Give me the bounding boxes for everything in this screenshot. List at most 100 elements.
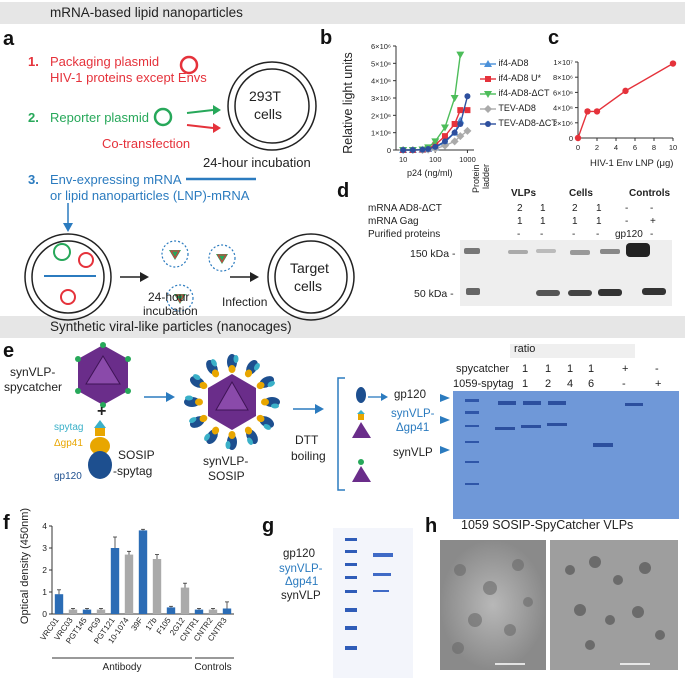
band-synvlp: synVLP <box>393 447 433 459</box>
spike-tag <box>254 363 260 371</box>
x-tick-label: 8 <box>652 143 656 152</box>
panel-h-title: 1059 SOSIP-SpyCatcher VLPs <box>461 518 634 532</box>
gp120-label: gp120 <box>54 471 82 482</box>
sosip-spike <box>204 426 220 445</box>
table-cell: 2 <box>572 203 578 214</box>
panel-label-e: e <box>3 340 15 362</box>
target-cell-icon <box>267 233 355 321</box>
chart-f-plot: 01234VRC01VRC03PGT145PG9PGT12110-107439F… <box>38 521 234 673</box>
legend-entry: if4-AD8-ΔCT <box>480 88 550 99</box>
legend-entry: if4-AD8 U* <box>480 73 541 84</box>
spike-tag <box>225 441 231 449</box>
spike-tag <box>233 355 239 363</box>
ratio-value: 1 <box>567 363 574 375</box>
data-point <box>440 141 449 150</box>
data-point <box>419 146 426 153</box>
data-point <box>425 145 432 152</box>
banner-title: mRNA-based lipid nanoparticles <box>50 5 243 20</box>
sosip-spike <box>256 376 275 390</box>
mrna-strand-icon <box>186 177 256 181</box>
sds-page-gel-image <box>453 391 679 519</box>
series-line <box>577 62 674 139</box>
cotransfection-arrows-icon <box>186 105 221 133</box>
ratio-value: - <box>655 363 659 375</box>
y-tick-label: 3 <box>42 543 47 553</box>
ratio-value: 1 <box>588 363 595 375</box>
sosip-spike <box>189 414 208 428</box>
g-gel-image <box>333 528 413 678</box>
y-tick-label: 0 <box>42 609 47 619</box>
synvlp-sosip-l2: SOSIP <box>208 469 245 483</box>
band-synvlp-dgp41-l1: synVLP- <box>391 408 435 420</box>
x-tick-label: 10 <box>669 143 677 152</box>
synvlp-product-icon <box>352 459 371 482</box>
spike-gp41 <box>228 365 236 373</box>
step3-line2: or lipid nanoparticles (LNP)-mRNA <box>50 188 250 203</box>
bar <box>96 609 106 614</box>
g-band-gp120: gp120 <box>283 548 315 560</box>
cotransfection-label: Co-transfection <box>102 136 191 151</box>
table-cell: - <box>625 216 629 227</box>
x-tick-label: 100 <box>429 155 442 164</box>
x-tick-label: 2 <box>595 143 599 152</box>
spike-tag <box>204 433 210 441</box>
data-point <box>584 108 591 115</box>
band-synvlp-dgp41-l2: Δgp41 <box>396 422 430 434</box>
spike-gp41 <box>211 369 220 378</box>
chart-b-xlabel: p24 (ng/ml) <box>407 168 453 178</box>
y-tick-label: 2×10⁶ <box>553 119 573 128</box>
spike-tag <box>193 374 201 380</box>
legend-marker-icon <box>480 104 496 113</box>
table-cell: 1 <box>540 216 546 227</box>
bar <box>68 609 78 614</box>
chart-c-xlabel: HIV-1 Env LNP (μg) <box>590 158 674 169</box>
legend-label: TEV-AD8-ΔCT <box>496 118 557 128</box>
table-cell: gp120 <box>615 229 643 240</box>
legend-label: TEV-AD8 <box>496 103 536 113</box>
data-point <box>464 107 471 114</box>
data-point <box>464 93 471 100</box>
spike-tag <box>185 395 193 401</box>
marker-150kda: 150 kDa - <box>410 248 456 260</box>
data-point <box>450 95 459 102</box>
spike-tag <box>267 381 275 387</box>
step2-text: Reporter plasmid <box>50 110 149 125</box>
ratio-header-bar <box>510 344 635 358</box>
arrow-right-icon <box>230 272 259 282</box>
g-band-synvlp-dgp41-l1: synVLP- <box>279 563 323 575</box>
y-tick-label: 1 <box>42 587 47 597</box>
step3-number: 3. <box>28 172 39 187</box>
spike-gp41 <box>199 381 208 390</box>
arrow-right-icon <box>293 404 324 414</box>
spike-gp41 <box>256 414 265 423</box>
panel-label-c: c <box>548 27 560 49</box>
banner-mrna-lnp: mRNA-based lipid nanoparticles <box>0 2 685 24</box>
spike-gp41 <box>244 426 253 435</box>
banner-synthetic-vlp: Synthetic viral-like particles (nanocage… <box>0 316 685 338</box>
spytag-label: spytag <box>54 422 84 433</box>
panel-label-b: b <box>320 27 333 49</box>
sosip-spike <box>184 395 203 407</box>
header-vlps: VLPs <box>511 188 537 199</box>
y-tick-label: 2 <box>42 565 47 575</box>
data-point <box>574 134 582 142</box>
y-tick-label: 6×10⁶ <box>371 42 391 51</box>
x-tick-label: 0 <box>576 143 580 152</box>
data-point <box>456 132 465 141</box>
row-label-mrna-gag: mRNA Gag <box>368 216 419 227</box>
synvlp-sosip-l1: synVLP- <box>203 454 249 468</box>
em-image-left <box>440 540 546 670</box>
x-tick-label: 10 <box>399 155 407 164</box>
data-point <box>440 124 449 132</box>
sosip-spike <box>244 426 258 445</box>
bar <box>124 554 134 614</box>
spike-tag <box>211 359 217 367</box>
spike-tag <box>247 437 253 445</box>
sosip-spike <box>189 374 208 390</box>
step1-line2: HIV-1 proteins except Envs <box>50 70 207 85</box>
sosip-spike <box>227 354 239 373</box>
protein-ladder-label-l1: Protein <box>471 164 481 193</box>
sosip-spike <box>206 359 220 378</box>
y-tick-label: 0 <box>387 146 391 155</box>
